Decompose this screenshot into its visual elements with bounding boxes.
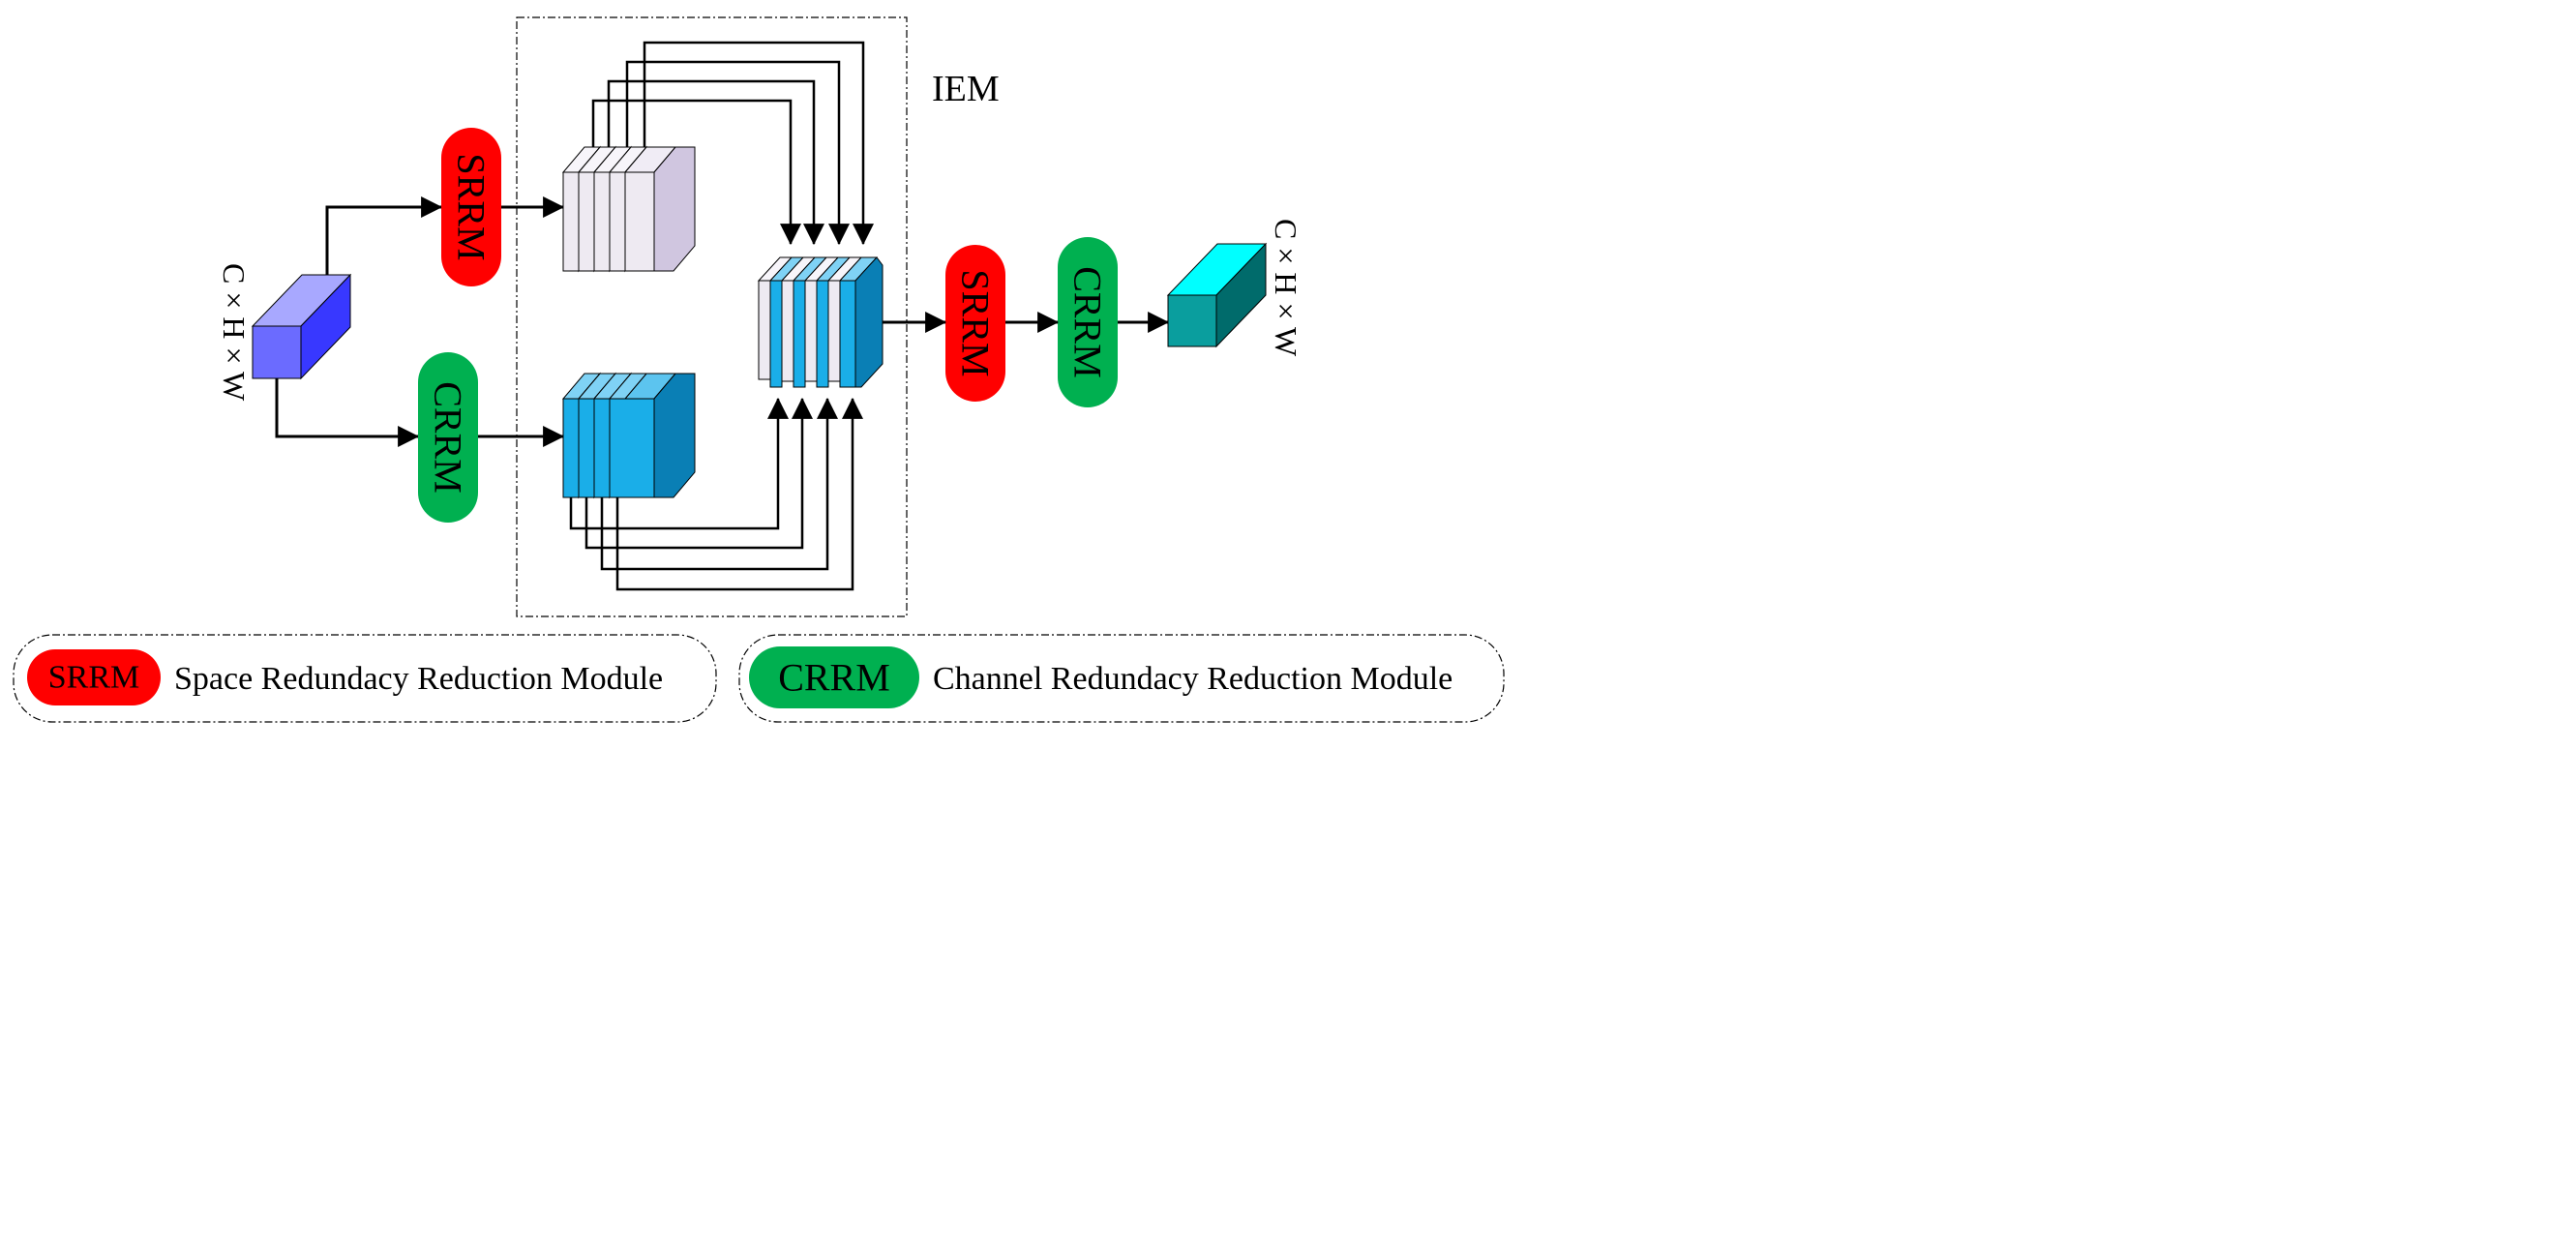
- output-dimension-label: C × H × W: [1269, 219, 1303, 357]
- srrm-module-top: SRRM: [441, 128, 501, 286]
- iem-architecture-diagram: IEM C × H × W SRRM CRRM SRRM CRRM: [13, 16, 1505, 723]
- space-feature-slices: [561, 145, 696, 273]
- iem-label: IEM: [932, 69, 1000, 109]
- srrm-module-right-label: SRRM: [954, 269, 998, 376]
- legend-srrm: SRRM Space Redundacy Reduction Module: [13, 634, 717, 723]
- srrm-module-top-label: SRRM: [450, 153, 494, 260]
- input-tensor-cube: [251, 273, 352, 380]
- legend-crrm-swatch: [749, 646, 919, 708]
- legend-crrm: CRRM Channel Redundacy Reduction Module: [738, 634, 1505, 723]
- input-dimension-label: C × H × W: [217, 263, 252, 402]
- interleaved-feature-slices: [757, 256, 884, 388]
- channel-slice-connectors: [569, 397, 863, 591]
- legend-srrm-abbrev: SRRM: [48, 660, 140, 696]
- iem-boundary: [516, 16, 908, 617]
- legend-srrm-swatch: [27, 649, 161, 705]
- srrm-module-right: SRRM: [945, 245, 1005, 402]
- channel-feature-slices: [561, 372, 696, 499]
- space-slice-connectors: [591, 41, 874, 246]
- crrm-module-right-label: CRRM: [1066, 266, 1110, 378]
- legend-crrm-description: Channel Redundacy Reduction Module: [933, 661, 1453, 697]
- legend-crrm-abbrev: CRRM: [778, 656, 890, 700]
- input-connectors: [275, 196, 565, 447]
- crrm-module-bottom-label: CRRM: [427, 381, 470, 494]
- crrm-module-bottom: CRRM: [418, 352, 478, 523]
- legend-srrm-description: Space Redundacy Reduction Module: [174, 661, 663, 697]
- crrm-module-right: CRRM: [1058, 237, 1118, 407]
- output-tensor-cube: [1166, 242, 1268, 348]
